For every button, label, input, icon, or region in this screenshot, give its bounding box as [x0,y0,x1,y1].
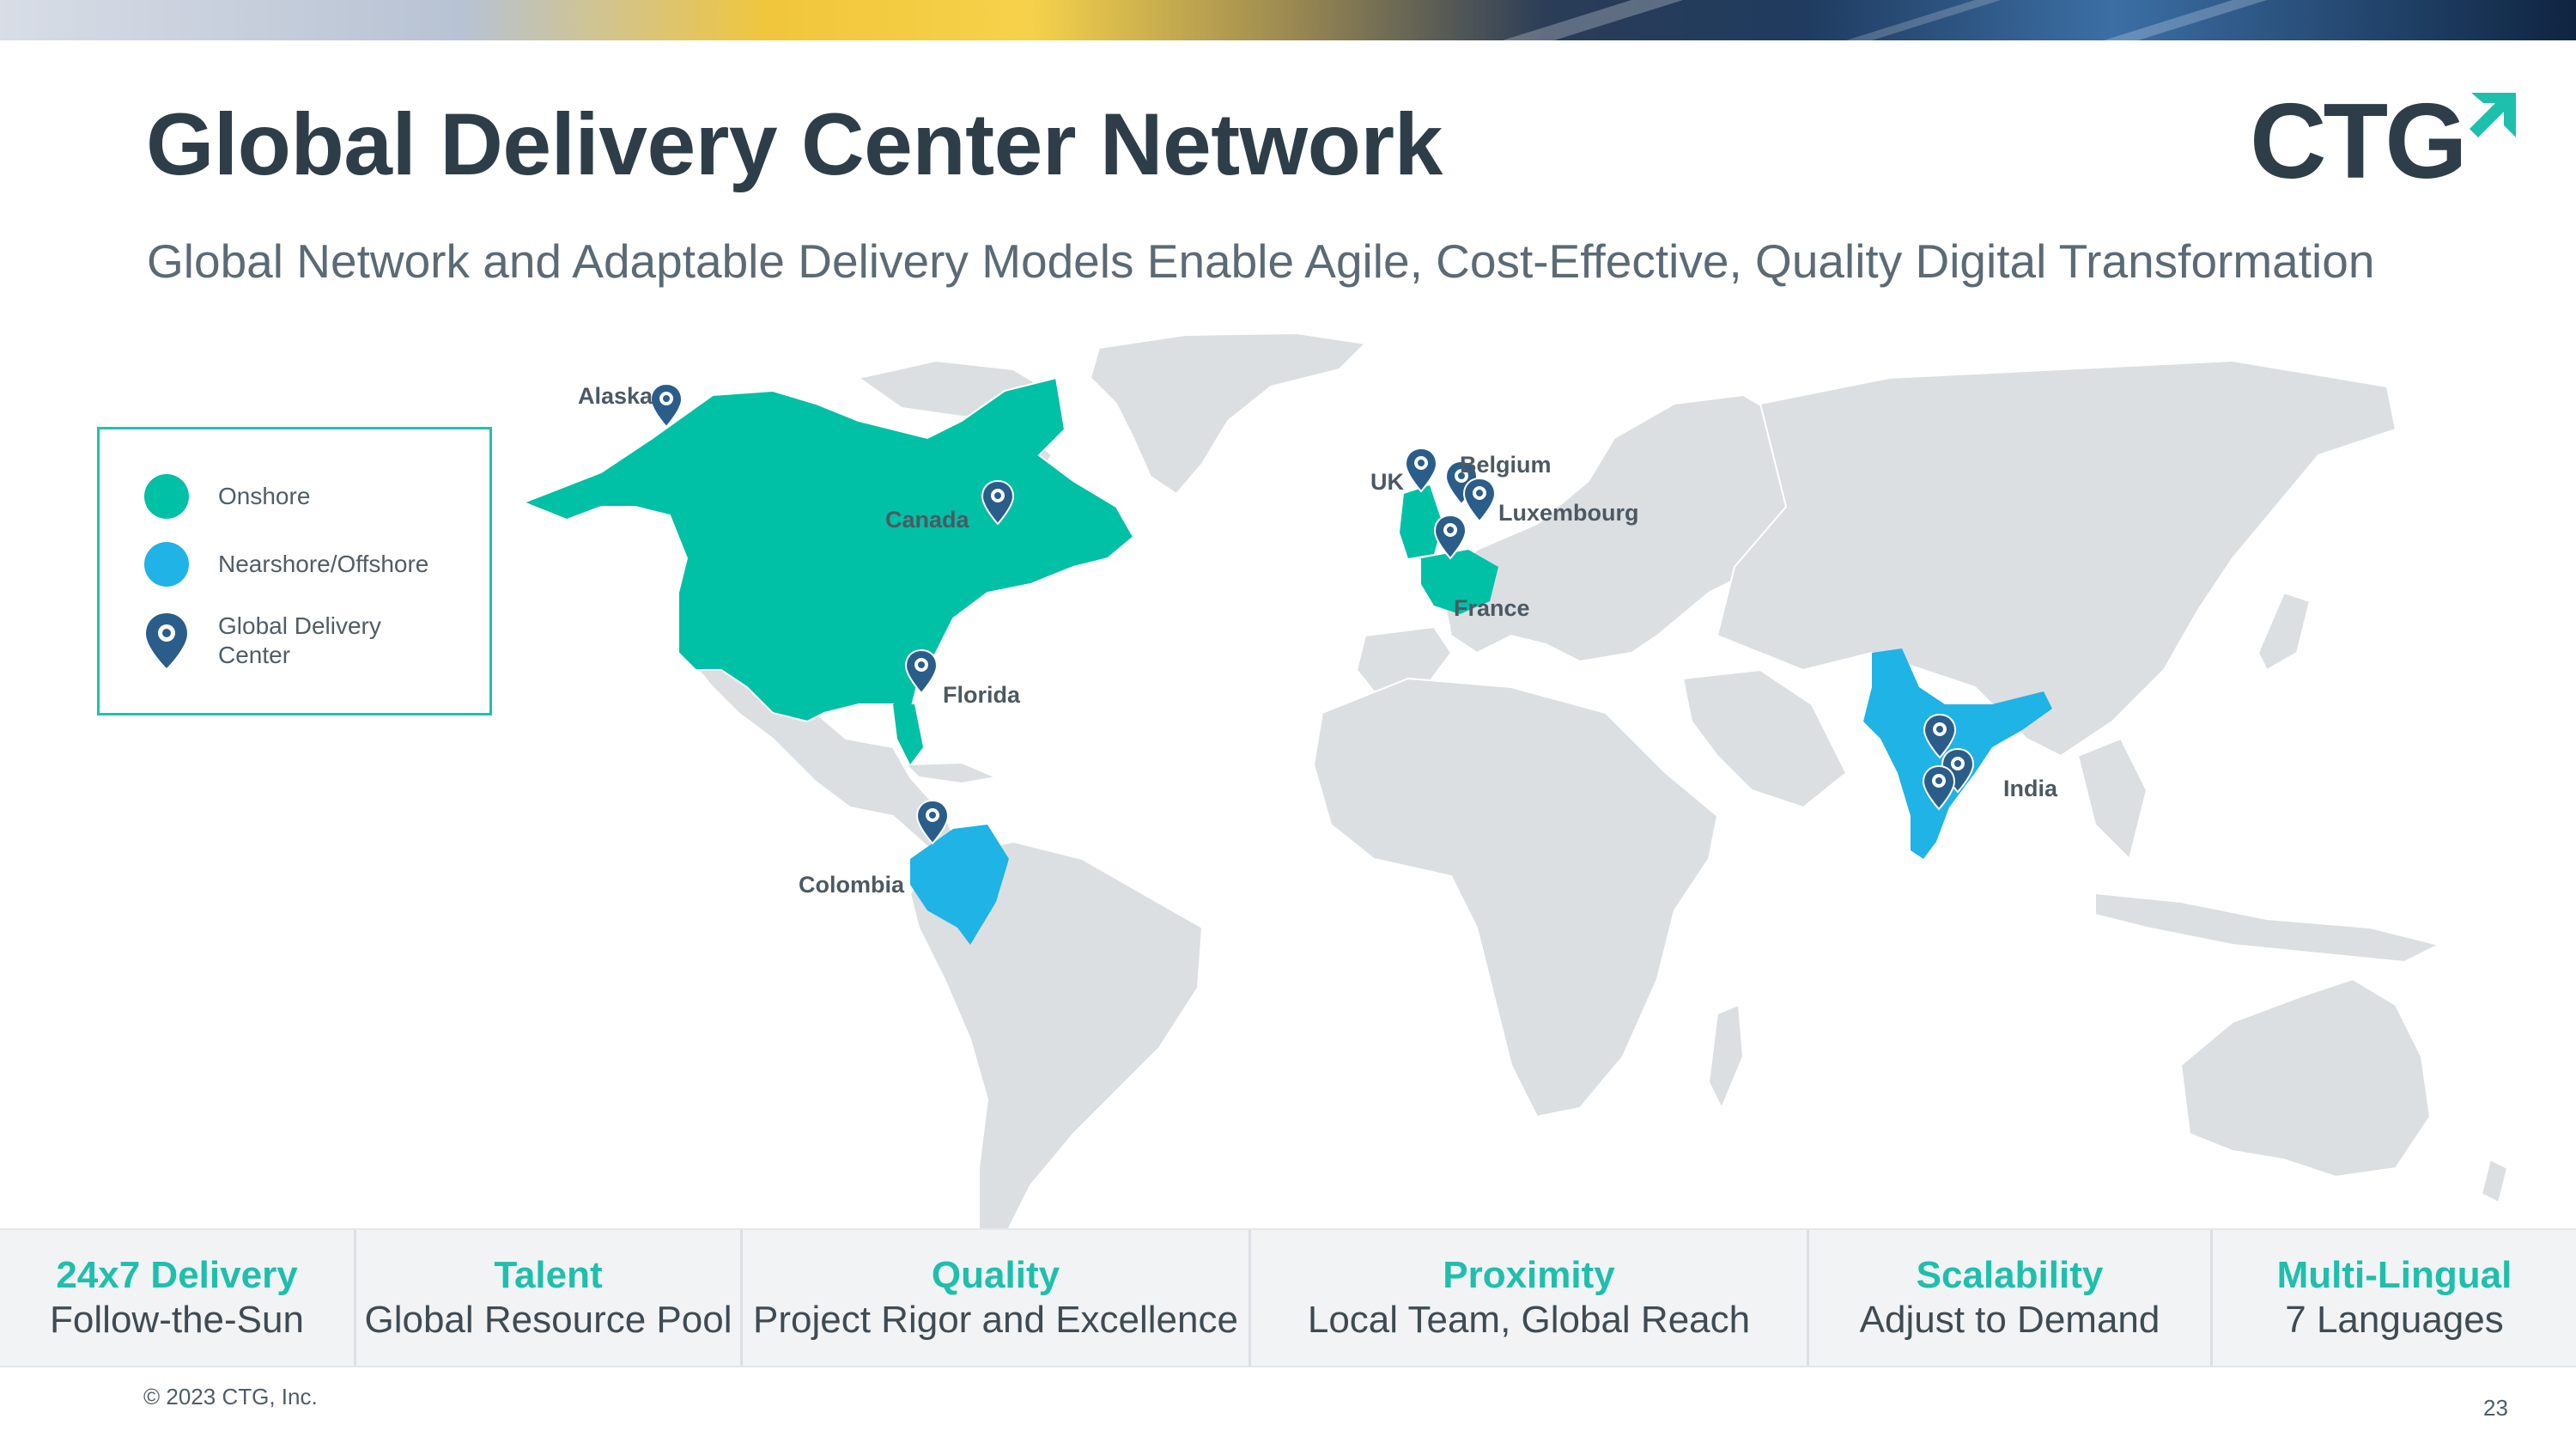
world-map [521,332,2509,1237]
feature-subtitle: 7 Languages [2285,1299,2504,1341]
map-label-uk: UK [1370,469,1404,495]
japan-landmass [2257,591,2312,672]
feature-subtitle: Local Team, Global Reach [1307,1299,1751,1341]
pin-luxembourg-map-pin-icon [1462,477,1497,523]
copyright-text: © 2023 CTG, Inc. [143,1384,318,1409]
pin-uk-map-pin-icon [1404,447,1438,493]
blue-circle-icon [144,542,189,587]
feature-subtitle: Global Resource Pool [364,1299,732,1341]
pin-colombia-map-pin-icon [915,799,950,845]
delivery-center-pins [649,382,1975,845]
legend-label-nearshore: Nearshore/Offshore [218,551,429,577]
feature-strip: 24x7 Delivery Follow-the-Sun Talent Glob… [0,1228,2576,1367]
feature-title: 24x7 Delivery [56,1254,298,1296]
map-label-florida: Florida [943,682,1021,708]
pin-alaska-map-pin-icon [649,382,683,429]
pin-india-3-map-pin-icon [1922,764,1956,811]
cuba-landmass [903,761,999,785]
legend-item-delivery-center: Global Delivery Center [144,612,381,670]
asia-landmass [1716,359,2397,758]
map-label-france: France [1454,595,1530,621]
logo-text: CTG [2250,82,2468,201]
greenland-landmass [1089,332,1368,496]
pin-canada-map-pin-icon [981,479,1015,526]
feature-subtitle: Adjust to Demand [1859,1299,2160,1341]
uk-onshore-region [1400,485,1443,558]
map-label-luxembourg: Luxembourg [1498,500,1639,526]
map-legend: Onshore Nearshore/Offshore Global Delive… [97,427,492,715]
top-banner [0,0,2576,40]
new-zealand-landmass [2480,1158,2509,1204]
map-label-alaska: Alaska [578,383,653,409]
indonesia-landmass [2094,892,2441,964]
map-label-colombia: Colombia [799,872,905,898]
feature-multi-lingual: Multi-Lingual 7 Languages [2213,1230,2576,1366]
legend-label-onshore: Onshore [218,483,311,509]
middle-east-landmass [1681,668,1848,809]
map-pin-icon [146,613,187,668]
map-label-india: India [2003,776,2058,801]
pin-france-map-pin-icon [1433,514,1467,560]
feature-title: Talent [494,1254,603,1296]
page-subtitle: Global Network and Adaptable Delivery Mo… [147,234,2375,288]
south-america-landmass [908,840,1204,1237]
pin-india-2-map-pin-icon [1941,747,1975,794]
pin-florida-map-pin-icon [904,648,939,695]
feature-subtitle: Project Rigor and Excellence [753,1299,1238,1341]
australia-landmass [2179,977,2432,1178]
pin-india-1-map-pin-icon [1923,713,1957,759]
feature-proximity: Proximity Local Team, Global Reach [1251,1230,1809,1366]
feature-scalability: Scalability Adjust to Demand [1809,1230,2213,1366]
legend-item-onshore: Onshore [144,474,310,519]
feature-talent: Talent Global Resource Pool [356,1230,743,1366]
feature-title: Quality [931,1254,1060,1296]
teal-circle-icon [144,474,189,519]
legend-item-nearshore: Nearshore/Offshore [144,542,428,587]
legend-label-delivery-center: Global Delivery Center [218,612,381,668]
page-number: 23 [2483,1395,2508,1421]
feature-title: Proximity [1443,1254,1615,1296]
feature-24x7-delivery: 24x7 Delivery Follow-the-Sun [0,1230,356,1366]
france-onshore-region [1421,550,1498,614]
page-title: Global Delivery Center Network [146,95,1443,193]
feature-subtitle: Follow-the-Sun [50,1299,304,1341]
ctg-logo: CTG [2250,82,2516,201]
north-america-onshore-region [521,376,1135,740]
map-label-canada: Canada [885,507,969,533]
map-label-belgium: Belgium [1460,452,1552,478]
feature-quality: Quality Project Rigor and Excellence [743,1230,1251,1366]
madagascar-landmass [1707,1003,1745,1111]
colombia-nearshore-region [910,825,1009,945]
africa-landmass [1312,677,1719,1118]
feature-title: Scalability [1916,1254,2104,1296]
florida-onshore-region [893,704,923,764]
feature-title: Multi-Lingual [2276,1254,2512,1296]
southeast-asia-landmass [2076,737,2148,861]
logo-arrow-icon [2470,93,2516,137]
